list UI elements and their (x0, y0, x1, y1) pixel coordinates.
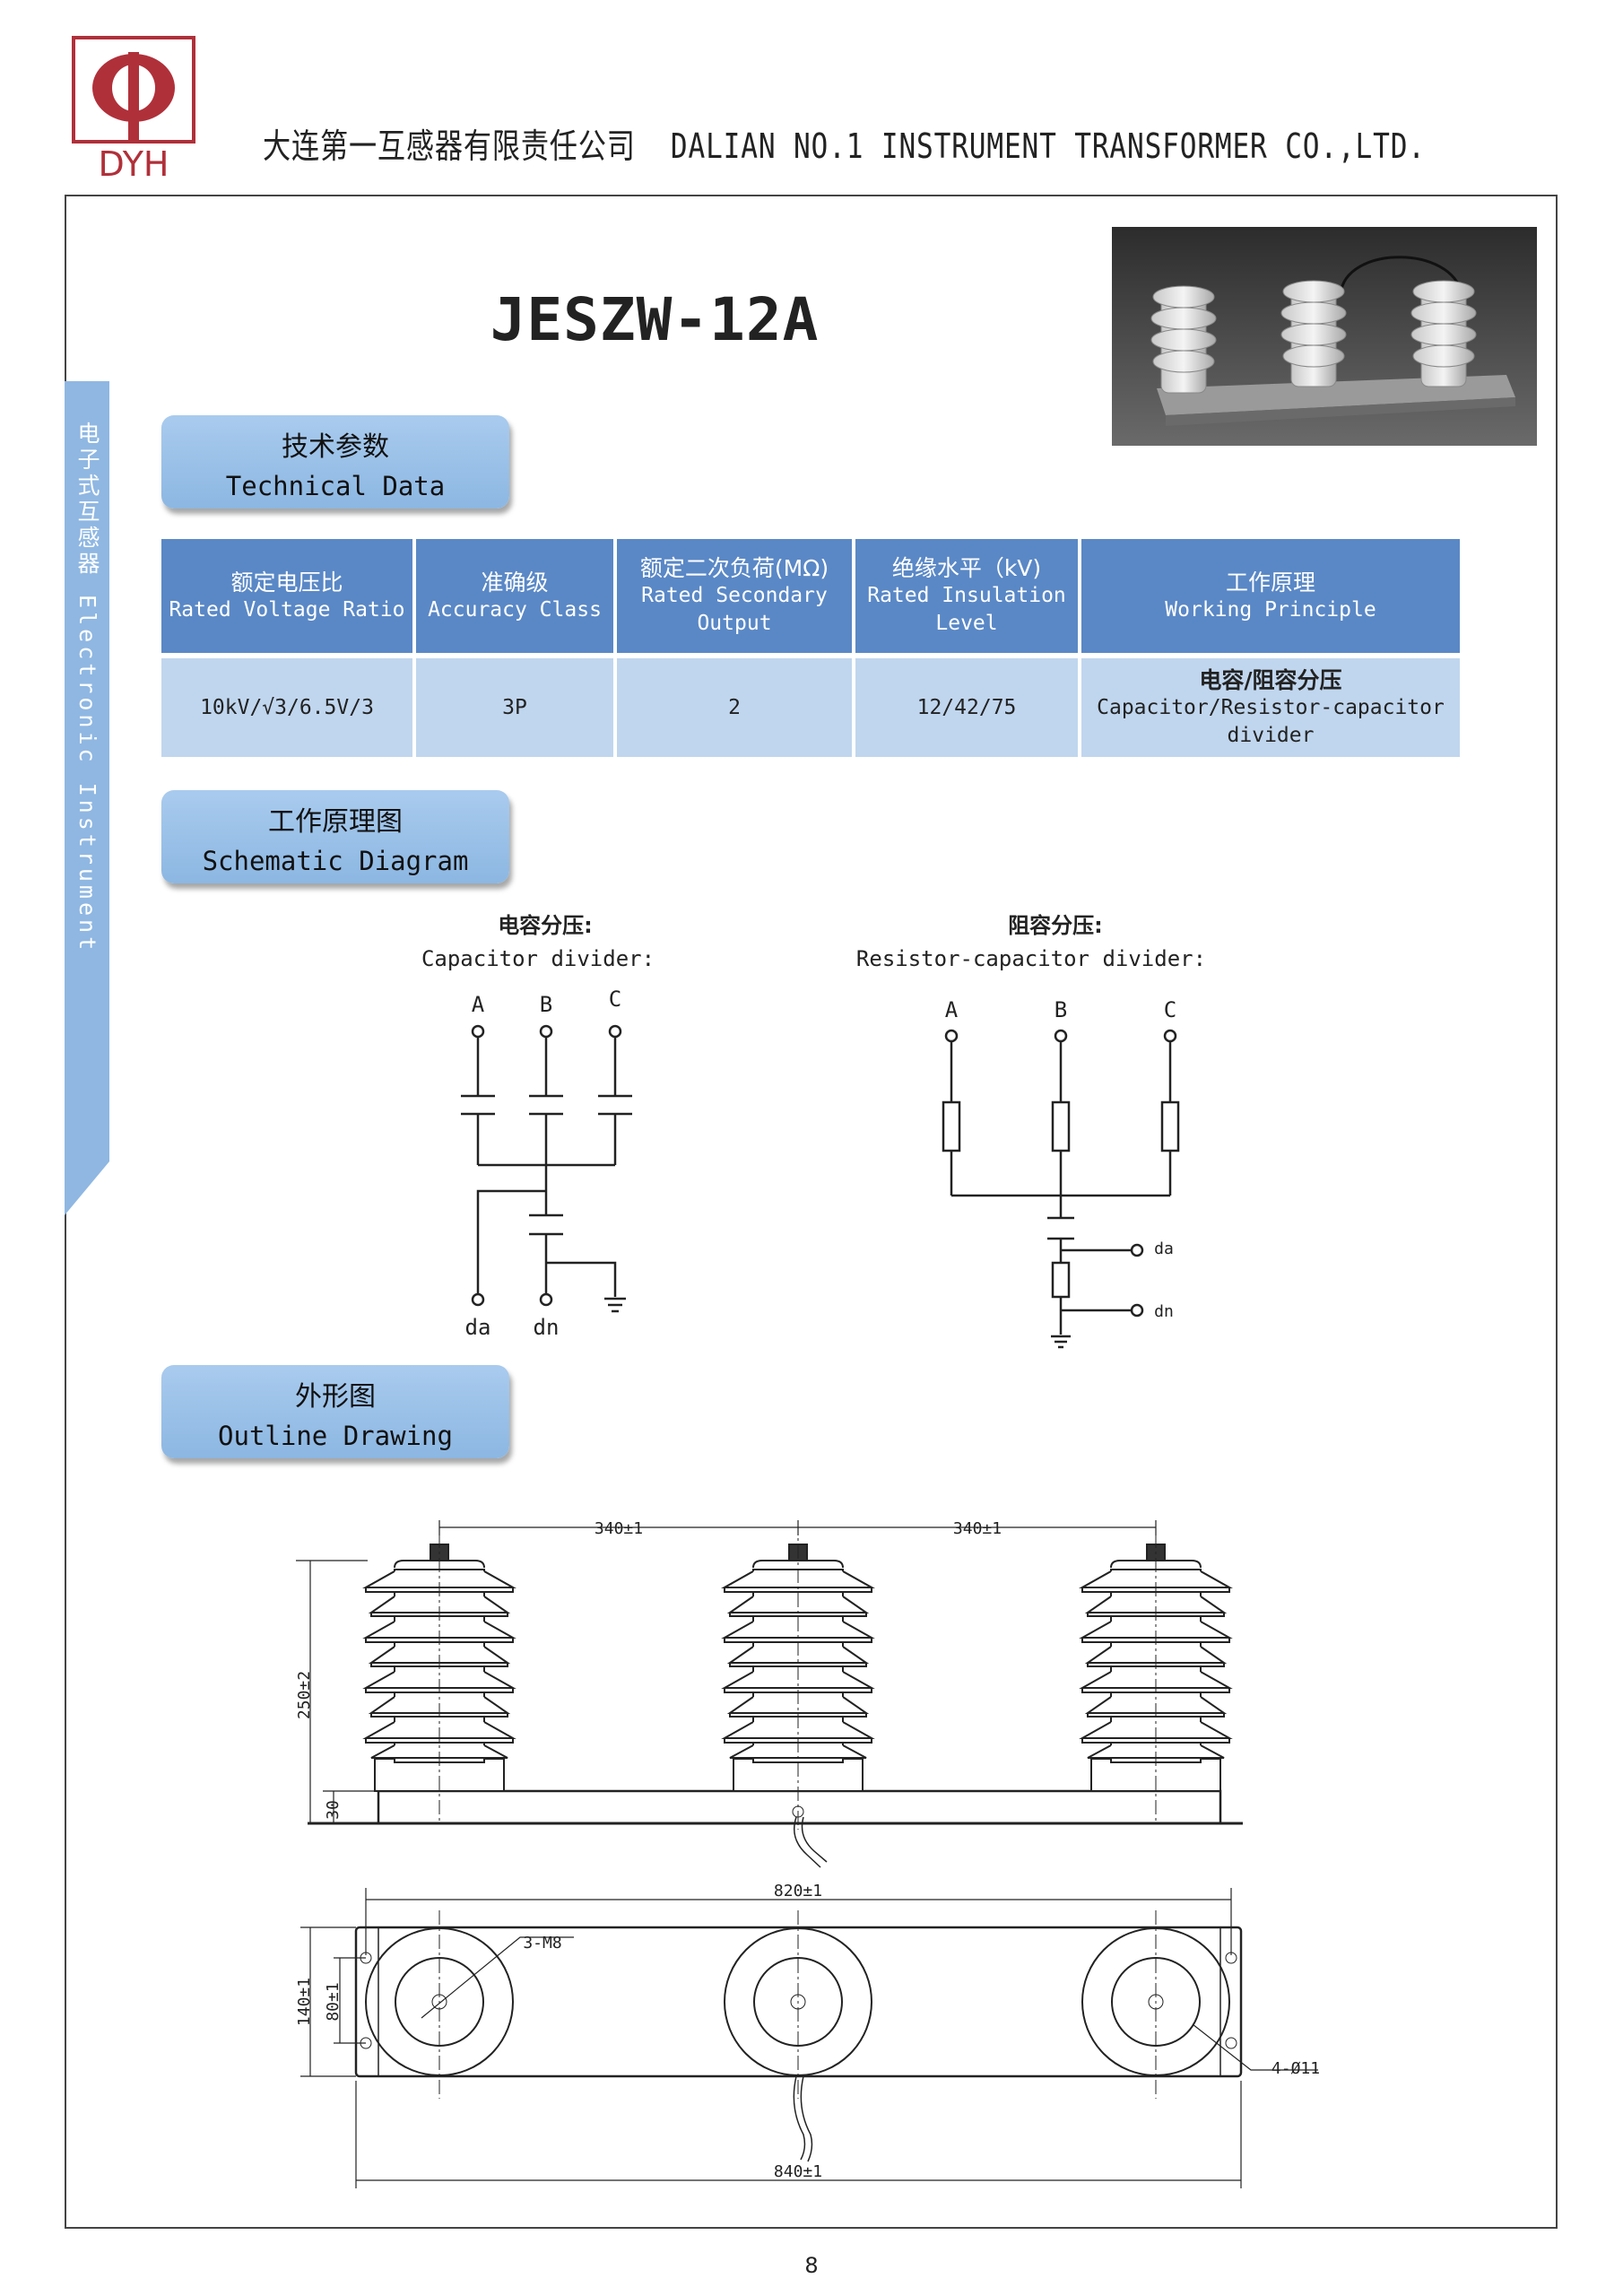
label-thread: 3-M8 (523, 1934, 561, 1952)
dimension-hole-spacing: 80±1 (324, 1982, 343, 2021)
output-label-da: da (1154, 1239, 1174, 1258)
dimension-depth: 140±1 (295, 1978, 314, 2026)
output-label-dn: dn (1154, 1302, 1174, 1321)
output-label-dn: dn (534, 1315, 560, 1340)
company-name-en: DALIAN NO.1 INSTRUMENT TRANSFORMER CO.,L… (670, 126, 1426, 166)
product-photo (1112, 227, 1537, 446)
capacitor-divider-title-en: Capacitor divider: (421, 946, 655, 971)
header-insulation-level: 绝缘水平（kV)Rated Insulation Level (855, 539, 1078, 653)
dimension-height: 250±2 (295, 1671, 314, 1719)
phase-label-a: A (472, 992, 485, 1017)
rc-divider-title-cn: 阻容分压: (1008, 913, 1103, 938)
section-title-en: Schematic Diagram (202, 846, 469, 876)
dimension-width-outer: 840±1 (774, 2162, 822, 2181)
cell-secondary-output: 2 (617, 658, 852, 757)
section-title-en: Outline Drawing (218, 1421, 453, 1451)
rc-divider-title-en: Resistor-capacitor divider: (856, 946, 1206, 971)
phase-label-a: A (945, 997, 959, 1022)
header-secondary-output: 额定二次负荷(MΩ)Rated Secondary Output (617, 539, 852, 653)
cell-accuracy-class: 3P (416, 658, 613, 757)
top-view (300, 1888, 1318, 2188)
capacitor-divider-circuit (461, 1024, 632, 1313)
section-tab-schematic-diagram: 工作原理图 Schematic Diagram (161, 790, 509, 883)
cell-voltage-ratio: 10kV/√3/6.5V/3 (161, 658, 412, 757)
output-label-da: da (465, 1315, 491, 1340)
label-holes: 4-Ø11 (1271, 2059, 1320, 2078)
phase-label-c: C (1164, 997, 1176, 1022)
page-number: 8 (804, 2253, 819, 2278)
section-title-cn: 工作原理图 (268, 806, 403, 838)
dimension-spacing-1: 340±1 (595, 1519, 643, 1538)
dimension-width-inner: 820±1 (774, 1882, 822, 1900)
dimension-base-height: 30 (324, 1800, 343, 1820)
section-title-cn: 技术参数 (282, 431, 389, 463)
section-title-cn: 外形图 (295, 1381, 376, 1413)
side-tab (65, 381, 109, 1215)
company-logo: DYH (72, 36, 195, 179)
company-name: 大连第一互感器有限责任公司 DALIAN NO.1 INSTRUMENT TRA… (263, 118, 1426, 168)
section-title-en: Technical Data (225, 471, 446, 501)
section-tab-outline-drawing: 外形图 Outline Drawing (161, 1365, 509, 1458)
side-tab-label: 电子式互感器 Electronic Instrument Transformer (37, 422, 100, 954)
logo-text: DYH (99, 144, 169, 179)
phase-label-b: B (1055, 997, 1067, 1022)
phase-label-c: C (609, 987, 621, 1012)
capacitor-divider-title-cn: 电容分压: (498, 913, 593, 938)
resistor-capacitor-divider-circuit (942, 1029, 1180, 1349)
phase-label-b: B (540, 992, 552, 1017)
front-view (296, 1520, 1243, 1868)
company-name-cn: 大连第一互感器有限责任公司 (263, 126, 636, 166)
dimension-spacing-2: 340±1 (953, 1519, 1002, 1538)
section-tab-technical-data: 技术参数 Technical Data (161, 415, 509, 509)
product-title: JESZW-12A (490, 285, 820, 354)
cell-insulation-level: 12/42/75 (855, 658, 1078, 757)
